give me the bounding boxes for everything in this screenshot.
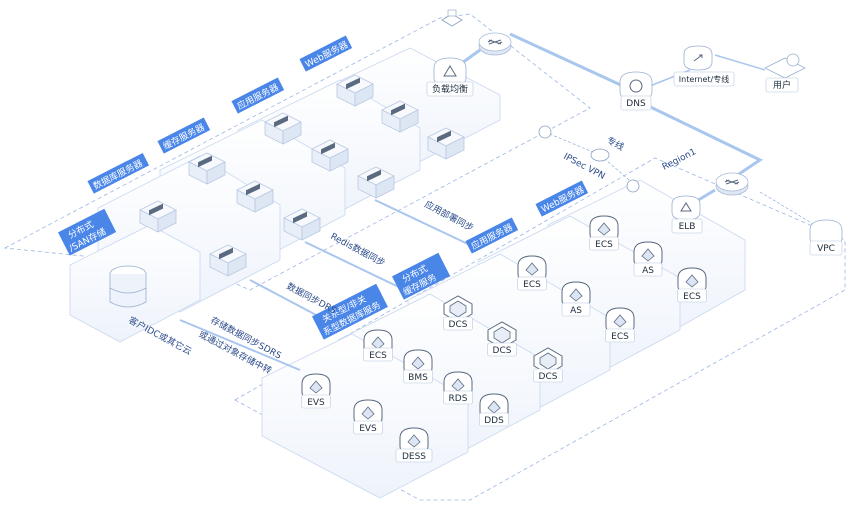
svg-text:数据库服务器: 数据库服务器 — [91, 157, 145, 192]
service-label-box — [363, 347, 393, 362]
service-label-app-1: AS — [570, 306, 582, 316]
service-label-db-0: ECS — [369, 351, 387, 361]
service-label-box — [589, 236, 619, 251]
service-label-box — [395, 448, 433, 463]
core-router-icon — [478, 32, 512, 56]
service-label-app-2: ECS — [611, 332, 629, 342]
service-label-web-0: ECS — [595, 240, 613, 250]
vpn-gateway-icon — [538, 125, 552, 139]
tag-db-right: 关系型/非关 系型数据库服务 — [312, 283, 388, 340]
service-label-box — [403, 369, 433, 384]
vpc-label: VPC — [817, 244, 835, 254]
tag-app-left: 应用服务器 — [231, 77, 285, 114]
link-internet-to-user — [714, 54, 766, 71]
redis-sync-label: Redis数据同步 — [329, 230, 388, 269]
service-label-box — [353, 420, 383, 435]
vpn-connection-icon — [590, 148, 610, 162]
tag-web-left: Web服务器 — [299, 35, 353, 72]
link-elb-vpc — [759, 191, 821, 229]
service-label-storage-0: EVS — [307, 398, 325, 408]
link-storage-sync — [179, 319, 301, 371]
vpn-endpoint-icon — [626, 179, 640, 193]
internet-icon — [683, 45, 713, 71]
service-label-app-0: ECS — [523, 280, 541, 290]
service-label-cache-0: DCS — [449, 320, 468, 330]
service-label-db-1: BMS — [408, 373, 428, 383]
link-redis-sync — [304, 241, 406, 291]
service-label-box — [561, 302, 591, 317]
link-router-to-dns — [509, 32, 637, 94]
elb-label: ELB — [679, 222, 696, 232]
service-label-box — [633, 262, 663, 277]
service-label-db-2: RDS — [449, 394, 468, 404]
internet-label: Internet/专线 — [679, 74, 729, 84]
db-sync-label: 数据同步DRS — [285, 280, 339, 317]
dns-label: DNS — [626, 99, 646, 109]
service-label-box — [301, 394, 331, 409]
service-label-box — [677, 288, 707, 303]
link-dns-to-region-router — [635, 98, 764, 182]
tag-cache-left: 缓存服务器 — [157, 117, 211, 154]
service-label-cache-1: DCS — [493, 346, 512, 356]
link-app-sync — [374, 199, 471, 246]
cloud-region-boundary — [234, 157, 846, 501]
service-labels: ECS AS ECS ECS AS ECS DCS DCS DCS ECS BMS RDS DDS EVS… — [301, 236, 707, 463]
elb-icon — [671, 195, 701, 221]
service-label-box — [479, 412, 509, 427]
service-label-cache-2: DCS — [539, 372, 558, 382]
storage-cylinder-icon — [109, 265, 147, 308]
service-label-box — [443, 390, 473, 405]
user-icon — [764, 53, 806, 79]
link-dedicated-vpn — [544, 131, 636, 186]
region-router-icon — [715, 172, 749, 196]
service-label-storage-1: EVS — [359, 424, 377, 434]
dedicated-line-label: 专线 — [605, 134, 627, 153]
lb-label: 负载均衡 — [432, 83, 468, 95]
service-label-db-3: DDS — [484, 416, 504, 426]
user-label: 用户 — [773, 79, 791, 91]
service-label-web-2: ECS — [683, 292, 701, 302]
service-label-box — [533, 368, 563, 383]
service-label-box — [443, 316, 473, 331]
service-label-box — [517, 276, 547, 291]
printer-icon — [441, 9, 463, 27]
service-label-web-1: AS — [642, 266, 654, 276]
service-label-box — [605, 328, 635, 343]
app-sync-label: 应用部署同步 — [423, 198, 476, 234]
service-label-storage-2: DESS — [402, 452, 426, 462]
service-label-box — [487, 342, 517, 357]
